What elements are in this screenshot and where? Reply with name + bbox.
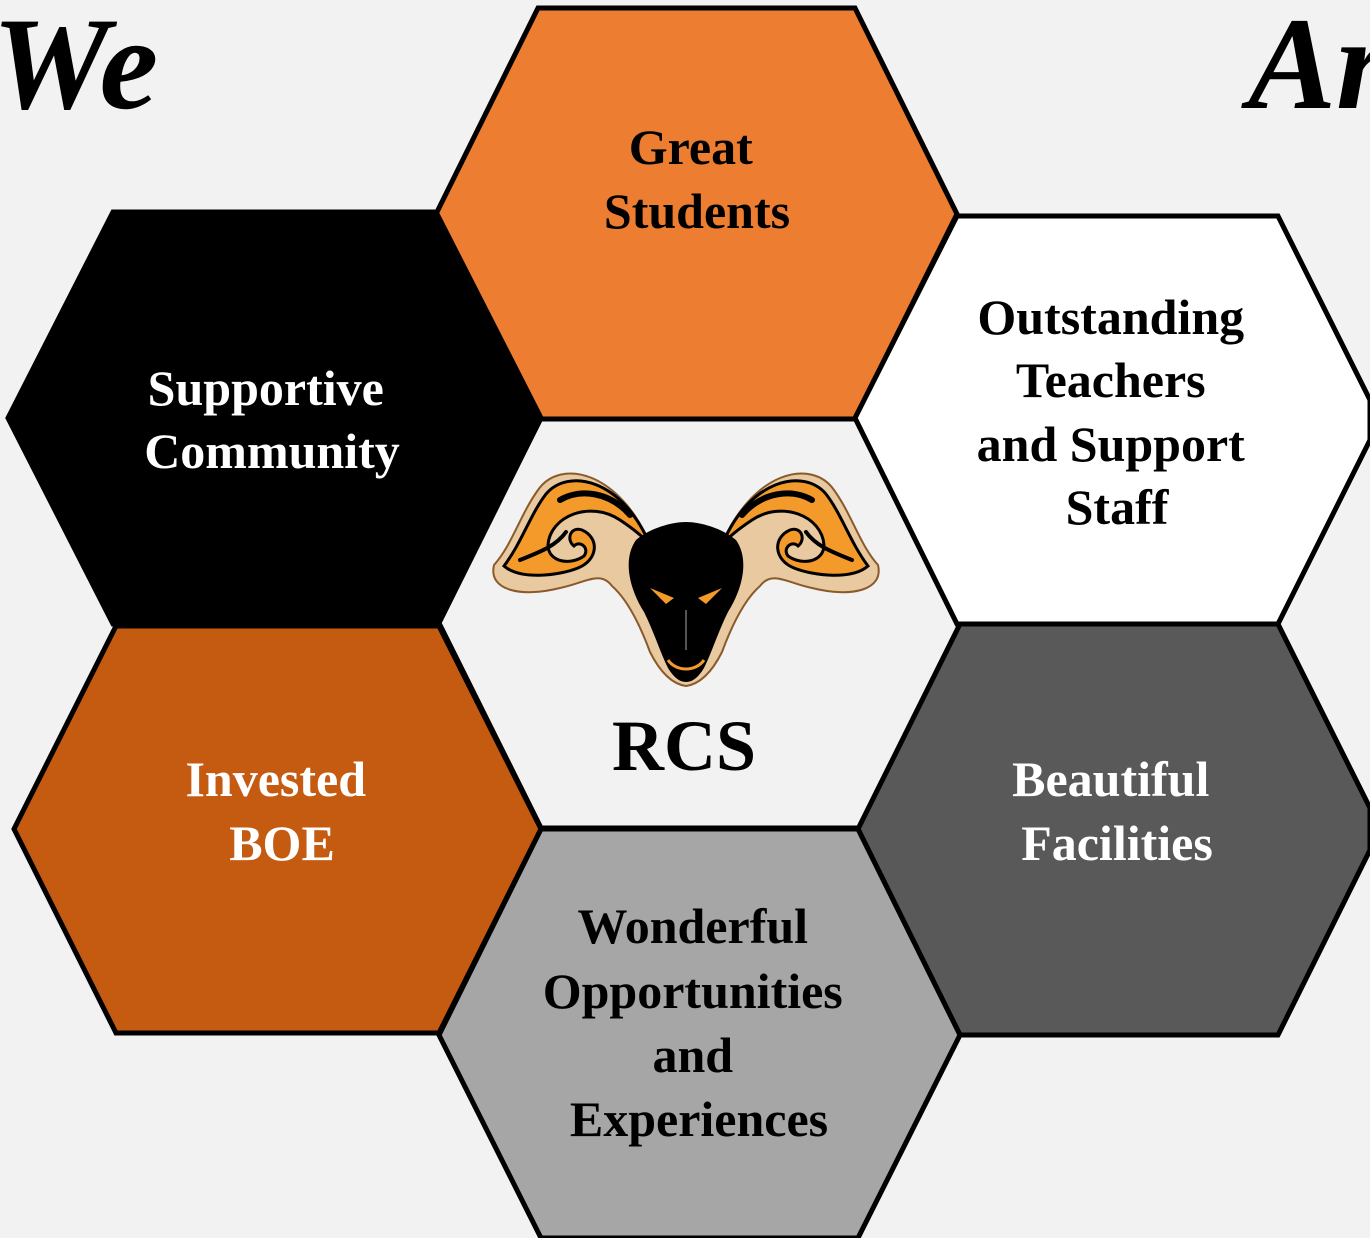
hex-line: Facilities — [1021, 815, 1213, 871]
hex-line: Invested — [185, 751, 366, 807]
hex-line: Staff — [1066, 479, 1170, 535]
hex-line: Beautiful — [1012, 751, 1209, 807]
svg-text:Outstanding Teachers: Outstanding Teachers and Support Staff — [977, 289, 1258, 535]
hexagon-outstanding-teachers: Outstanding Teachers and Support Staff — [852, 213, 1370, 627]
hex-line: BOE — [229, 815, 335, 871]
hexagon-great-students: Great Students — [433, 5, 960, 422]
svg-text:Invested BOE: Invested BOE — [185, 751, 378, 871]
center-label: RCS — [612, 706, 756, 786]
center-hexagon: RCS — [436, 415, 964, 831]
hexagon-beautiful-facilities: Beautiful Facilities — [855, 621, 1370, 1038]
svg-text:Beautiful Facilities: Beautiful Facilities — [1012, 751, 1222, 871]
svg-text:Supportive Community: Supportive Community — [144, 360, 400, 479]
hex-line: Teachers — [1016, 352, 1206, 408]
hex-line: and Support — [977, 416, 1246, 472]
ram-head-logo — [492, 472, 880, 688]
hex-line: Wonderful — [577, 898, 808, 954]
hex-line: Students — [604, 183, 790, 239]
title-word-are: Ar — [1241, 0, 1370, 137]
hex-line: Outstanding — [977, 289, 1244, 345]
hex-line: and — [652, 1027, 733, 1083]
hex-line: Great — [629, 119, 753, 175]
svg-text:Great Students: Great Students — [604, 119, 790, 239]
hex-line: Opportunities — [543, 963, 843, 1019]
hexagon-invested-boe: Invested BOE — [11, 623, 544, 1036]
svg-text:Wonderful Opportunities: Wonderful Opportunities and Experiences — [543, 898, 856, 1147]
hexagon-supportive-community: Supportive Community — [5, 209, 544, 627]
hex-line: Community — [144, 423, 400, 479]
hex-line: Experiences — [570, 1091, 828, 1147]
title-word-we: We — [0, 0, 158, 137]
hex-line: Supportive — [148, 360, 384, 416]
hexagon-wonderful-opportunities: Wonderful Opportunities and Experiences — [436, 826, 963, 1238]
